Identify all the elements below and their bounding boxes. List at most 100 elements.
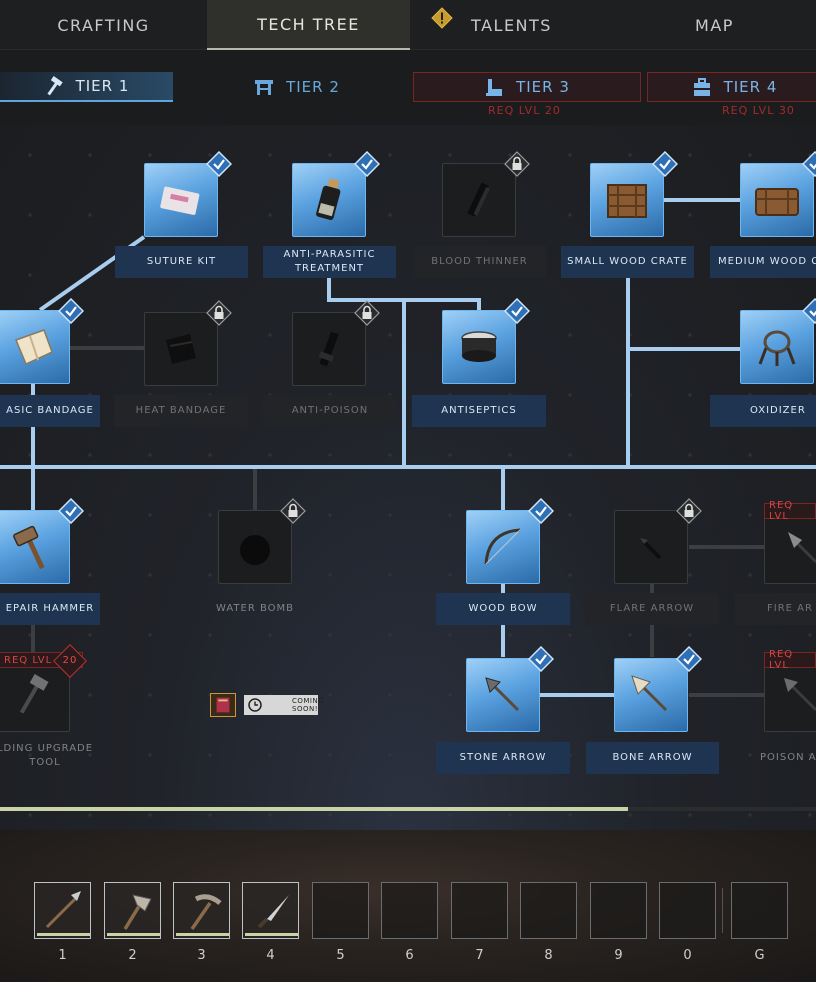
hotbar-slot-4[interactable] bbox=[242, 882, 299, 939]
durability-bar bbox=[176, 933, 229, 936]
tier-4-requirement: REQ LVL 30 bbox=[722, 104, 795, 117]
hotbar-slot-5[interactable] bbox=[312, 882, 369, 939]
knife-icon bbox=[257, 895, 289, 929]
checkmark-badge-icon bbox=[652, 151, 678, 177]
suture-kit-icon bbox=[160, 186, 200, 215]
node-repair-hammer[interactable] bbox=[0, 498, 84, 584]
tab-tech-tree[interactable]: TECH TREE bbox=[207, 0, 410, 50]
heat-bandage-icon bbox=[166, 334, 196, 364]
node-basic-bandage[interactable] bbox=[0, 298, 84, 384]
tab-talents[interactable]: TALENTS bbox=[471, 15, 552, 35]
hotbar-key-label: 0 bbox=[683, 948, 692, 963]
node-label: MEDIUM WOOD CRA bbox=[710, 246, 816, 278]
node-label: ANTI-POISON bbox=[263, 395, 397, 427]
anvil-icon bbox=[486, 79, 503, 96]
node-anti-poison[interactable] bbox=[292, 300, 380, 386]
stone-axe-icon bbox=[123, 894, 152, 930]
tech-tree-canvas[interactable]: SUTURE KIT ANTI-PARASITIC TREATMENT BLOO… bbox=[0, 125, 816, 830]
workbench-icon bbox=[255, 80, 274, 95]
hotbar-slot-2[interactable] bbox=[104, 882, 161, 939]
node-water-bomb[interactable] bbox=[218, 498, 306, 584]
node-anti-parasitic-treatment[interactable] bbox=[292, 151, 380, 237]
fire-arrow-icon bbox=[788, 532, 816, 564]
padlock-badge-icon bbox=[354, 300, 380, 326]
tab-crafting[interactable]: CRAFTING bbox=[57, 15, 150, 35]
tier-bar: TIER 1 TIER 2 TIER 3 TIER 4 REQ LVL 20 R… bbox=[0, 62, 816, 122]
hotbar-key-label: 4 bbox=[266, 948, 275, 963]
node-antiseptics[interactable] bbox=[442, 298, 530, 384]
checkmark-badge-icon bbox=[58, 298, 84, 324]
clock-icon bbox=[248, 698, 262, 712]
node-label: FLARE ARROW bbox=[585, 593, 719, 625]
tech-progress-fill bbox=[0, 807, 629, 811]
req-level-number: 20 bbox=[62, 654, 78, 666]
hotbar-slot-6[interactable] bbox=[381, 882, 438, 939]
node-wood-bow[interactable] bbox=[466, 498, 554, 584]
checkmark-badge-icon bbox=[58, 498, 84, 524]
checkmark-badge-icon bbox=[206, 151, 232, 177]
hotbar-slot-1[interactable] bbox=[34, 882, 91, 939]
building-hammer-icon bbox=[19, 674, 49, 714]
node-label: SMALL WOOD CRATE bbox=[561, 246, 694, 278]
hotbar-slot-7[interactable] bbox=[451, 882, 508, 939]
hotbar-key-label: 7 bbox=[475, 948, 484, 963]
hotbar-key-label: 5 bbox=[336, 948, 345, 963]
checkmark-badge-icon bbox=[676, 646, 702, 672]
node-flare-arrow[interactable] bbox=[614, 498, 702, 584]
req-level-tag: REQ LVL 20 bbox=[0, 644, 87, 678]
node-fire-arrow[interactable] bbox=[764, 510, 816, 584]
hotbar-key-label: G bbox=[754, 948, 765, 963]
tier-4-tab[interactable]: TIER 4 bbox=[647, 72, 816, 102]
hotbar-slot-8[interactable] bbox=[520, 882, 577, 939]
hotbar-slot-9[interactable] bbox=[590, 882, 647, 939]
node-stone-arrow[interactable] bbox=[466, 646, 554, 732]
hotbar-key-label: 2 bbox=[128, 948, 137, 963]
padlock-badge-icon bbox=[280, 498, 306, 524]
node-blood-thinner[interactable] bbox=[442, 151, 530, 237]
checkmark-badge-icon bbox=[802, 151, 816, 177]
node-label: WOOD BOW bbox=[436, 593, 570, 625]
syringe-icon bbox=[467, 182, 490, 217]
node-building-upgrade-tool[interactable] bbox=[0, 658, 70, 732]
tier-1-label: TIER 1 bbox=[75, 77, 130, 95]
antiseptic-tin-icon bbox=[461, 331, 497, 362]
checkmark-badge-icon bbox=[528, 498, 554, 524]
node-label: STONE ARROW bbox=[436, 742, 570, 774]
bandage-icon bbox=[15, 329, 53, 366]
wood-chest-icon bbox=[755, 188, 799, 216]
exclamation-diamond-icon bbox=[431, 7, 453, 29]
tier-2-tab[interactable]: TIER 2 bbox=[212, 72, 382, 102]
node-label: OXIDIZER bbox=[710, 395, 816, 427]
padlock-badge-icon bbox=[206, 300, 232, 326]
recipe-book-icon bbox=[210, 693, 236, 717]
node-bone-arrow[interactable] bbox=[614, 646, 702, 732]
node-label: ANTISEPTICS bbox=[412, 395, 546, 427]
toolbox-icon bbox=[693, 78, 710, 96]
tier-3-tab[interactable]: TIER 3 bbox=[413, 72, 641, 102]
node-medium-wood-crate[interactable] bbox=[740, 151, 816, 237]
padlock-badge-icon bbox=[504, 151, 530, 177]
hotbar-key-label: 6 bbox=[405, 948, 414, 963]
repair-hammer-icon bbox=[13, 525, 45, 570]
node-label: FIRE AR bbox=[735, 593, 816, 625]
tier-1-tab[interactable]: TIER 1 bbox=[0, 72, 173, 102]
antidote-vial-icon bbox=[318, 331, 339, 367]
hotbar-slot-G[interactable] bbox=[731, 882, 788, 939]
node-label: BLOOD THINNER bbox=[413, 246, 546, 278]
tab-map[interactable]: MAP bbox=[695, 15, 734, 35]
durability-bar bbox=[245, 933, 298, 936]
hammer-icon bbox=[47, 76, 63, 96]
node-label: LDING UPGRADE TOOL bbox=[0, 743, 94, 768]
node-suture-kit[interactable] bbox=[144, 151, 232, 237]
hotbar-key-label: 3 bbox=[197, 948, 206, 963]
hotbar-slot-3[interactable] bbox=[173, 882, 230, 939]
node-oxidizer[interactable] bbox=[740, 298, 816, 384]
req-level-tag: REQ LVL bbox=[764, 649, 816, 671]
node-heat-bandage[interactable] bbox=[144, 300, 232, 386]
tier-2-label: TIER 2 bbox=[286, 78, 340, 96]
top-nav: CRAFTING TECH TREE TALENTS MAP bbox=[0, 0, 816, 50]
hotbar-slot-0[interactable] bbox=[659, 882, 716, 939]
node-small-wood-crate[interactable] bbox=[590, 151, 678, 237]
bone-arrow-icon bbox=[631, 675, 668, 712]
spear-icon bbox=[45, 891, 81, 929]
